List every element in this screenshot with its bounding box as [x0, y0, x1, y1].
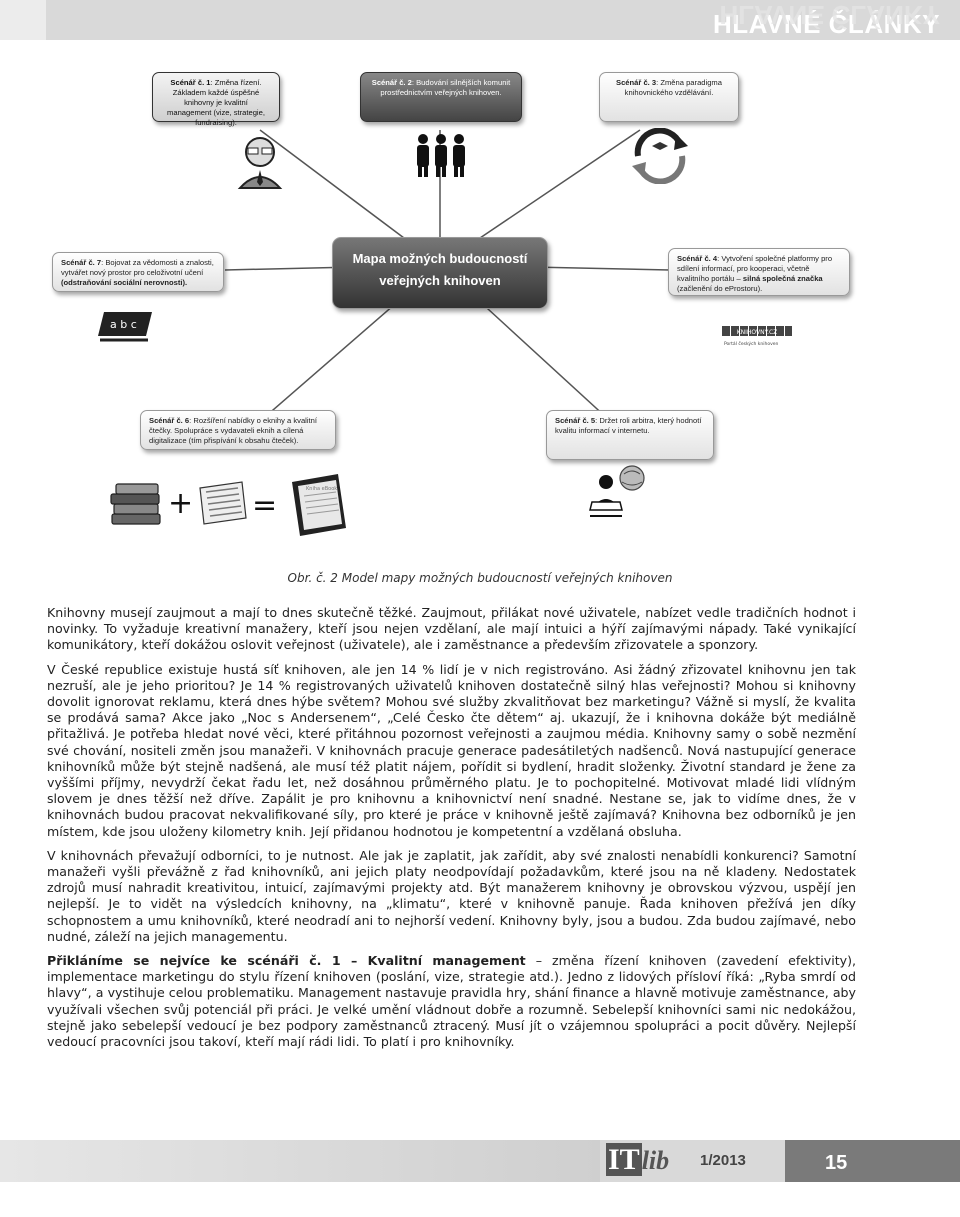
header-bar: [0, 0, 960, 40]
scenario-5-box: Scénář č. 5: Držet roli arbitra, který h…: [546, 410, 714, 460]
blackboard-abc-icon: a b c: [98, 312, 152, 342]
central-map-box: Mapa možných budoucností veřejných kniho…: [332, 237, 548, 309]
ereader-label: Kniha eBook: [306, 486, 337, 492]
manager-icon: [237, 137, 283, 189]
header-accent: [0, 0, 46, 40]
scenario-6-label: Scénář č. 6: [149, 416, 190, 425]
scenario-3-box: Scénář č. 3: Změna paradigma knihovnické…: [599, 72, 739, 122]
abc-text: a b c: [110, 318, 137, 331]
scenario-4-text1: : Vytvoření společné platformy pro sdíle…: [677, 254, 833, 283]
portal-logo-subtitle: Portál českých knihoven: [724, 340, 779, 347]
scenario-6-text: : Rozšíření nabídky o eknihy a kvalitní …: [149, 416, 318, 445]
scenario-5-label: Scénář č. 5: [555, 416, 596, 425]
itlib-logo: ITlib: [606, 1143, 669, 1177]
ereader-icon: Kniha eBook: [292, 474, 346, 536]
portal-logo-text: KNIHOVNY.CZ: [737, 329, 778, 336]
scenario-6-box: Scénář č. 6: Rozšíření nabídky o eknihy …: [140, 410, 336, 450]
scenario-1-label: Scénář č. 1: [170, 78, 211, 87]
paragraph-2: V České republice existuje hustá síť kni…: [47, 661, 856, 839]
plus-sign: +: [168, 486, 194, 521]
figure-caption: Obr. č. 2 Model mapy možných budoucností…: [287, 571, 673, 585]
scenario-map-diagram: Scénář č. 1: Změna řízení. Základem každ…: [0, 60, 960, 580]
newspaper-icon: [199, 481, 247, 525]
page-number: 15: [825, 1152, 848, 1174]
scenario-2-label: Scénář č. 2: [371, 78, 412, 87]
article-body: Knihovny musejí zaujmout a mají to dnes …: [47, 605, 856, 1058]
paragraph-3: V knihovnách převažují odborníci, to je …: [47, 847, 856, 944]
scenario-4-bold: silná společná značka: [742, 274, 823, 283]
scenario-4-box: Scénář č. 4: Vytvoření společné platform…: [668, 248, 850, 296]
books-stack-icon: [110, 483, 161, 525]
reader-globe-icon: [589, 465, 645, 517]
paragraph-4-text: – změna řízení knihoven (zavedení efekti…: [47, 953, 857, 1050]
central-title-line2: veřejných knihoven: [379, 273, 501, 288]
equals-sign: =: [252, 488, 278, 523]
scenario-7-bold: (odstraňování sociální nerovnosti).: [61, 278, 188, 287]
paragraph-4: Přikláníme se nejvíce ke scénáři č. 1 – …: [47, 953, 856, 1050]
scenario-2-text: : Budování silnějších komunit prostředni…: [380, 78, 511, 97]
scenario-3-label: Scénář č. 3: [616, 78, 657, 87]
scenario-7-box: Scénář č. 7: Bojovat za vědomosti a znal…: [52, 252, 224, 292]
scenario-5-text: : Držet roli arbitra, který hodnotí kval…: [555, 416, 702, 435]
knihovny-portal-logo: KNIHOVNY.CZ Portál českých knihoven: [722, 326, 792, 347]
scenario-4-label: Scénář č. 4: [677, 254, 718, 263]
scenario-1-text: : Změna řízení. Základem každé úspěšné k…: [167, 78, 265, 127]
central-title-line1: Mapa možných budoucností: [352, 251, 528, 266]
scenario-3-text: : Změna paradigma knihovnického vzdělává…: [624, 78, 722, 97]
paragraph-1: Knihovny musejí zaujmout a mají to dnes …: [47, 605, 856, 653]
scenario-1-box: Scénář č. 1: Změna řízení. Základem každ…: [152, 72, 280, 127]
footer-gradient: [0, 1140, 600, 1182]
community-people-icon: [417, 134, 465, 177]
scenario-2-box: Scénář č. 2: Budování silnějších komunit…: [360, 72, 522, 122]
footer-page-box: [785, 1140, 960, 1182]
section-title: HLAVNÉ ČLÁNKY: [712, 9, 940, 39]
paradigm-shift-icon: [632, 128, 688, 184]
issue-number: 1/2013: [700, 1152, 746, 1169]
itlib-logo-lib: lib: [641, 1146, 670, 1175]
section-title-reflection: HLAVNÉ ČLÁNKY: [719, 0, 940, 30]
scenario-7-label: Scénář č. 7: [61, 258, 102, 267]
itlib-logo-it: IT: [606, 1143, 642, 1176]
scenario-4-text2: (začlenění do eProstoru).: [677, 284, 763, 293]
scenario-7-text: : Bojovat za vědomosti a znalosti, vytvá…: [61, 258, 214, 277]
paragraph-4-lead: Přikláníme se nejvíce ke scénáři č. 1 – …: [47, 953, 526, 969]
